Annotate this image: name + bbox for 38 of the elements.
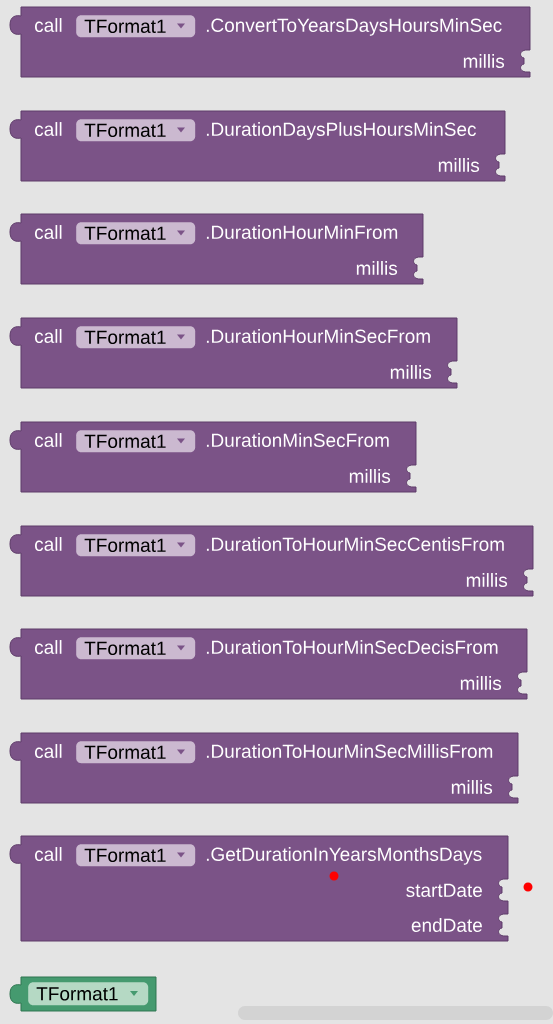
dropdown: TFormat1 — [76, 119, 196, 142]
call-keyword: call — [35, 329, 62, 343]
parameter-label: millis — [460, 676, 502, 690]
method-name: .DurationToHourMinSecMillisFrom — [206, 744, 493, 758]
call-keyword: call — [35, 122, 62, 136]
call-keyword: call — [35, 18, 62, 32]
parameter-label: millis — [390, 365, 432, 379]
method-name: .DurationHourMinFrom — [206, 225, 398, 239]
method-name: .DurationToHourMinSecDecisFrom — [206, 640, 498, 654]
parameter-label: millis — [451, 780, 493, 794]
call-keyword: call — [35, 744, 62, 758]
call-keyword: call — [35, 537, 62, 551]
parameter-label: millis — [463, 54, 505, 68]
parameter-label: startDate — [406, 883, 482, 897]
dropdown: TFormat1 — [76, 637, 196, 660]
parameter-label: millis — [438, 158, 480, 172]
parameter-label: millis — [466, 573, 508, 587]
method-name: .DurationToHourMinSecCentisFrom — [206, 537, 504, 551]
call-keyword: call — [35, 225, 62, 239]
method-name: .DurationMinSecFrom — [206, 433, 389, 447]
parameter-label: millis — [356, 261, 398, 275]
dropdown: TFormat1 — [76, 326, 196, 349]
method-name: .GetDurationInYearsMonthsDays — [206, 847, 482, 865]
dropdown: TFormat1 — [76, 430, 196, 453]
call-keyword: call — [35, 433, 62, 447]
method-name: .ConvertToYearsDaysHoursMinSec — [206, 18, 502, 36]
call-keyword: call — [35, 847, 62, 861]
call-keyword: call — [35, 640, 62, 654]
dropdown: TFormat1 — [28, 982, 149, 1006]
dropdown: TFormat1 — [76, 741, 196, 764]
dropdown: TFormat1 — [76, 222, 196, 245]
dropdown: TFormat1 — [76, 844, 196, 867]
dropdown: TFormat1 — [76, 534, 196, 557]
method-name: .DurationHourMinSecFrom — [206, 329, 430, 343]
parameter-label: endDate — [411, 918, 482, 932]
dropdown: TFormat1 — [76, 15, 196, 38]
method-name: .DurationDaysPlusHoursMinSec — [206, 122, 477, 140]
parameter-label: millis — [349, 469, 391, 483]
